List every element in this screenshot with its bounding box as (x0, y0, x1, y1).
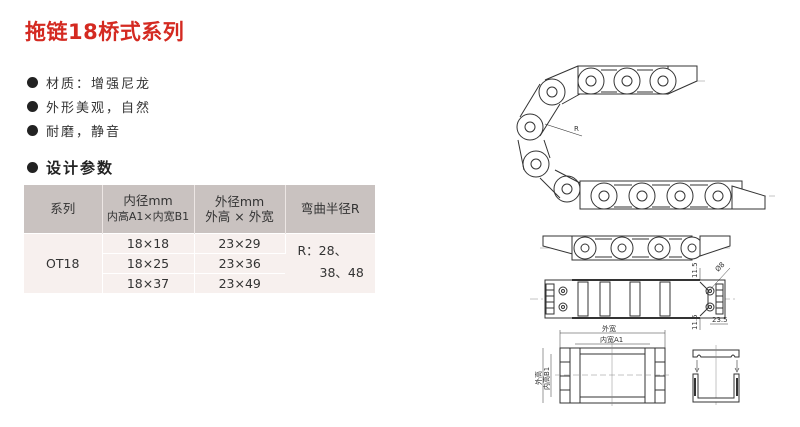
feature-text: 外形美观，自然 (46, 100, 152, 116)
chain-cross-section: 外宽 内宽A1 外高 内高B1 (534, 324, 670, 406)
outer-cell: 23×49 (194, 272, 285, 293)
inner-cell: 18×37 (102, 272, 195, 293)
header-series: 系列 (24, 185, 103, 233)
inner-height-label: 内高B1 (542, 367, 551, 390)
table-row: 18×37 23×49 (24, 272, 375, 293)
feature-item: 外形美观，自然 (27, 94, 151, 118)
outer-cell: 23×29 (194, 232, 286, 253)
dim-11-5-top: 11.5 (691, 262, 699, 278)
feature-text: 耐磨，静音 (46, 124, 122, 140)
series-cell: OT18 (24, 232, 103, 293)
bullet-icon (27, 124, 38, 136)
dim-phi: Ø8 (714, 261, 727, 274)
dim-23-5: 23.5 (712, 316, 728, 324)
section-title: 设计参数 (46, 159, 115, 177)
outer-height-label: 外高 (534, 371, 543, 385)
inner-cell: 18×18 (102, 232, 195, 253)
section-heading: 设计参数 (27, 157, 114, 178)
radius-label: R (574, 125, 579, 133)
dim-11-5-bottom: 11.5 (691, 314, 699, 330)
bullet-icon (27, 76, 38, 88)
inner-cell: 18×25 (102, 252, 195, 273)
table-row: OT18 18×18 23×29 R：28、 38、48 (24, 232, 375, 293)
feature-item: 材质：增强尼龙 (27, 70, 151, 94)
bullet-icon (27, 162, 38, 173)
chain-straight-view (540, 235, 731, 261)
table-row: 18×25 23×36 (24, 252, 375, 273)
outer-cell: 23×36 (194, 252, 285, 273)
chain-top-view: 11.5 11.5 Ø8 23.5 (530, 261, 735, 330)
page-title: 拖链18桥式系列 (25, 20, 185, 44)
chain-side-view: R (516, 65, 775, 210)
feature-item: 耐磨，静音 (27, 118, 151, 142)
outer-width-label: 外宽 (602, 324, 616, 333)
header-radius: 弯曲半径R (285, 185, 375, 233)
chain-lid-exploded (692, 345, 740, 405)
feature-list: 材质：增强尼龙 外形美观，自然 耐磨，静音 (27, 70, 151, 142)
feature-text: 材质：增强尼龙 (46, 76, 152, 92)
radius-cell: R：28、 38、48 (285, 232, 375, 293)
bullet-icon (27, 100, 38, 112)
inner-width-label: 内宽A1 (600, 335, 623, 344)
